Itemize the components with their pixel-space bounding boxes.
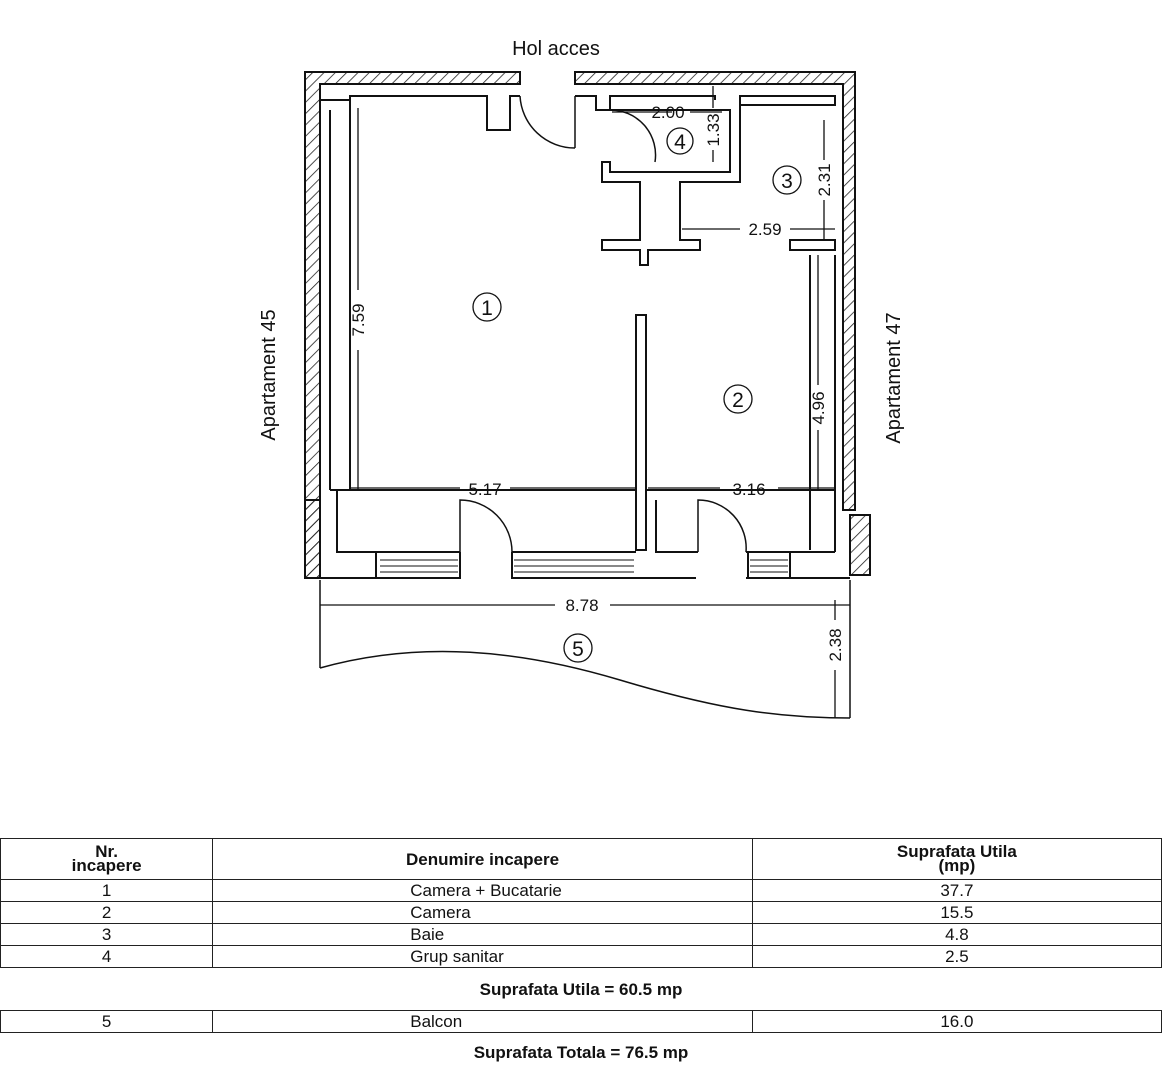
row-name: Camera bbox=[212, 901, 753, 924]
top-label: Hol acces bbox=[512, 38, 600, 60]
dim-7-59: 7.59 bbox=[349, 303, 368, 336]
row-nr: 5 bbox=[0, 1010, 214, 1033]
row-name: Balcon bbox=[212, 1010, 753, 1033]
header-area: Suprafata Utila(mp) bbox=[751, 838, 1162, 880]
balcony-outline bbox=[319, 580, 851, 719]
dim-5-17: 5.17 bbox=[468, 480, 501, 499]
total-text: Suprafata Totala = 76.5 mp bbox=[0, 1032, 1162, 1071]
header-nr: Nr.incapere bbox=[0, 838, 214, 880]
total-row: Suprafata Totala = 76.5 mp bbox=[0, 1032, 1162, 1071]
subtotal-row: Suprafata Utila = 60.5 mp bbox=[0, 967, 1162, 1011]
floor-plan: Hol acces Apartament 45 Apartament 47 1 … bbox=[258, 38, 905, 719]
doors bbox=[459, 95, 747, 553]
interior-walls bbox=[320, 95, 850, 579]
dim-3-16: 3.16 bbox=[732, 480, 765, 499]
room-number-2: 2 bbox=[732, 389, 744, 412]
row-nr: 1 bbox=[0, 879, 214, 902]
dim-2-38: 2.38 bbox=[826, 628, 845, 661]
row-name: Camera + Bucatarie bbox=[212, 879, 753, 902]
dim-4-96: 4.96 bbox=[809, 391, 828, 424]
dim-8-78: 8.78 bbox=[565, 596, 598, 615]
row-name: Grup sanitar bbox=[212, 945, 753, 968]
row-area: 4.8 bbox=[751, 923, 1162, 946]
row-area: 2.5 bbox=[751, 945, 1162, 968]
right-label: Apartament 47 bbox=[883, 312, 905, 443]
row-name: Baie bbox=[212, 923, 753, 946]
dim-2-59: 2.59 bbox=[748, 220, 781, 239]
room-number-3: 3 bbox=[781, 170, 793, 193]
room-number-5: 5 bbox=[572, 638, 584, 661]
exterior-walls bbox=[304, 71, 871, 579]
dim-2-00: 2.00 bbox=[651, 103, 684, 122]
dim-2-31: 2.31 bbox=[815, 163, 834, 196]
row-nr: 4 bbox=[0, 945, 214, 968]
left-label: Apartament 45 bbox=[258, 309, 280, 440]
dimension-lines bbox=[320, 86, 850, 718]
row-area: 15.5 bbox=[751, 901, 1162, 924]
room-markers bbox=[472, 127, 802, 663]
header-name: Denumire incapere bbox=[212, 838, 753, 880]
row-area: 16.0 bbox=[751, 1010, 1162, 1033]
subtotal-text: Suprafata Utila = 60.5 mp bbox=[0, 967, 1162, 1011]
room-number-4: 4 bbox=[674, 131, 686, 154]
room-area-table: Nr.incapere Denumire incapere Suprafata … bbox=[0, 838, 1162, 1071]
row-nr: 3 bbox=[0, 923, 214, 946]
room-number-1: 1 bbox=[481, 297, 493, 320]
row-nr: 2 bbox=[0, 901, 214, 924]
dim-1-33: 1.33 bbox=[704, 113, 723, 146]
table-header: Nr.incapere Denumire incapere Suprafata … bbox=[0, 838, 1162, 880]
row-area: 37.7 bbox=[751, 879, 1162, 902]
